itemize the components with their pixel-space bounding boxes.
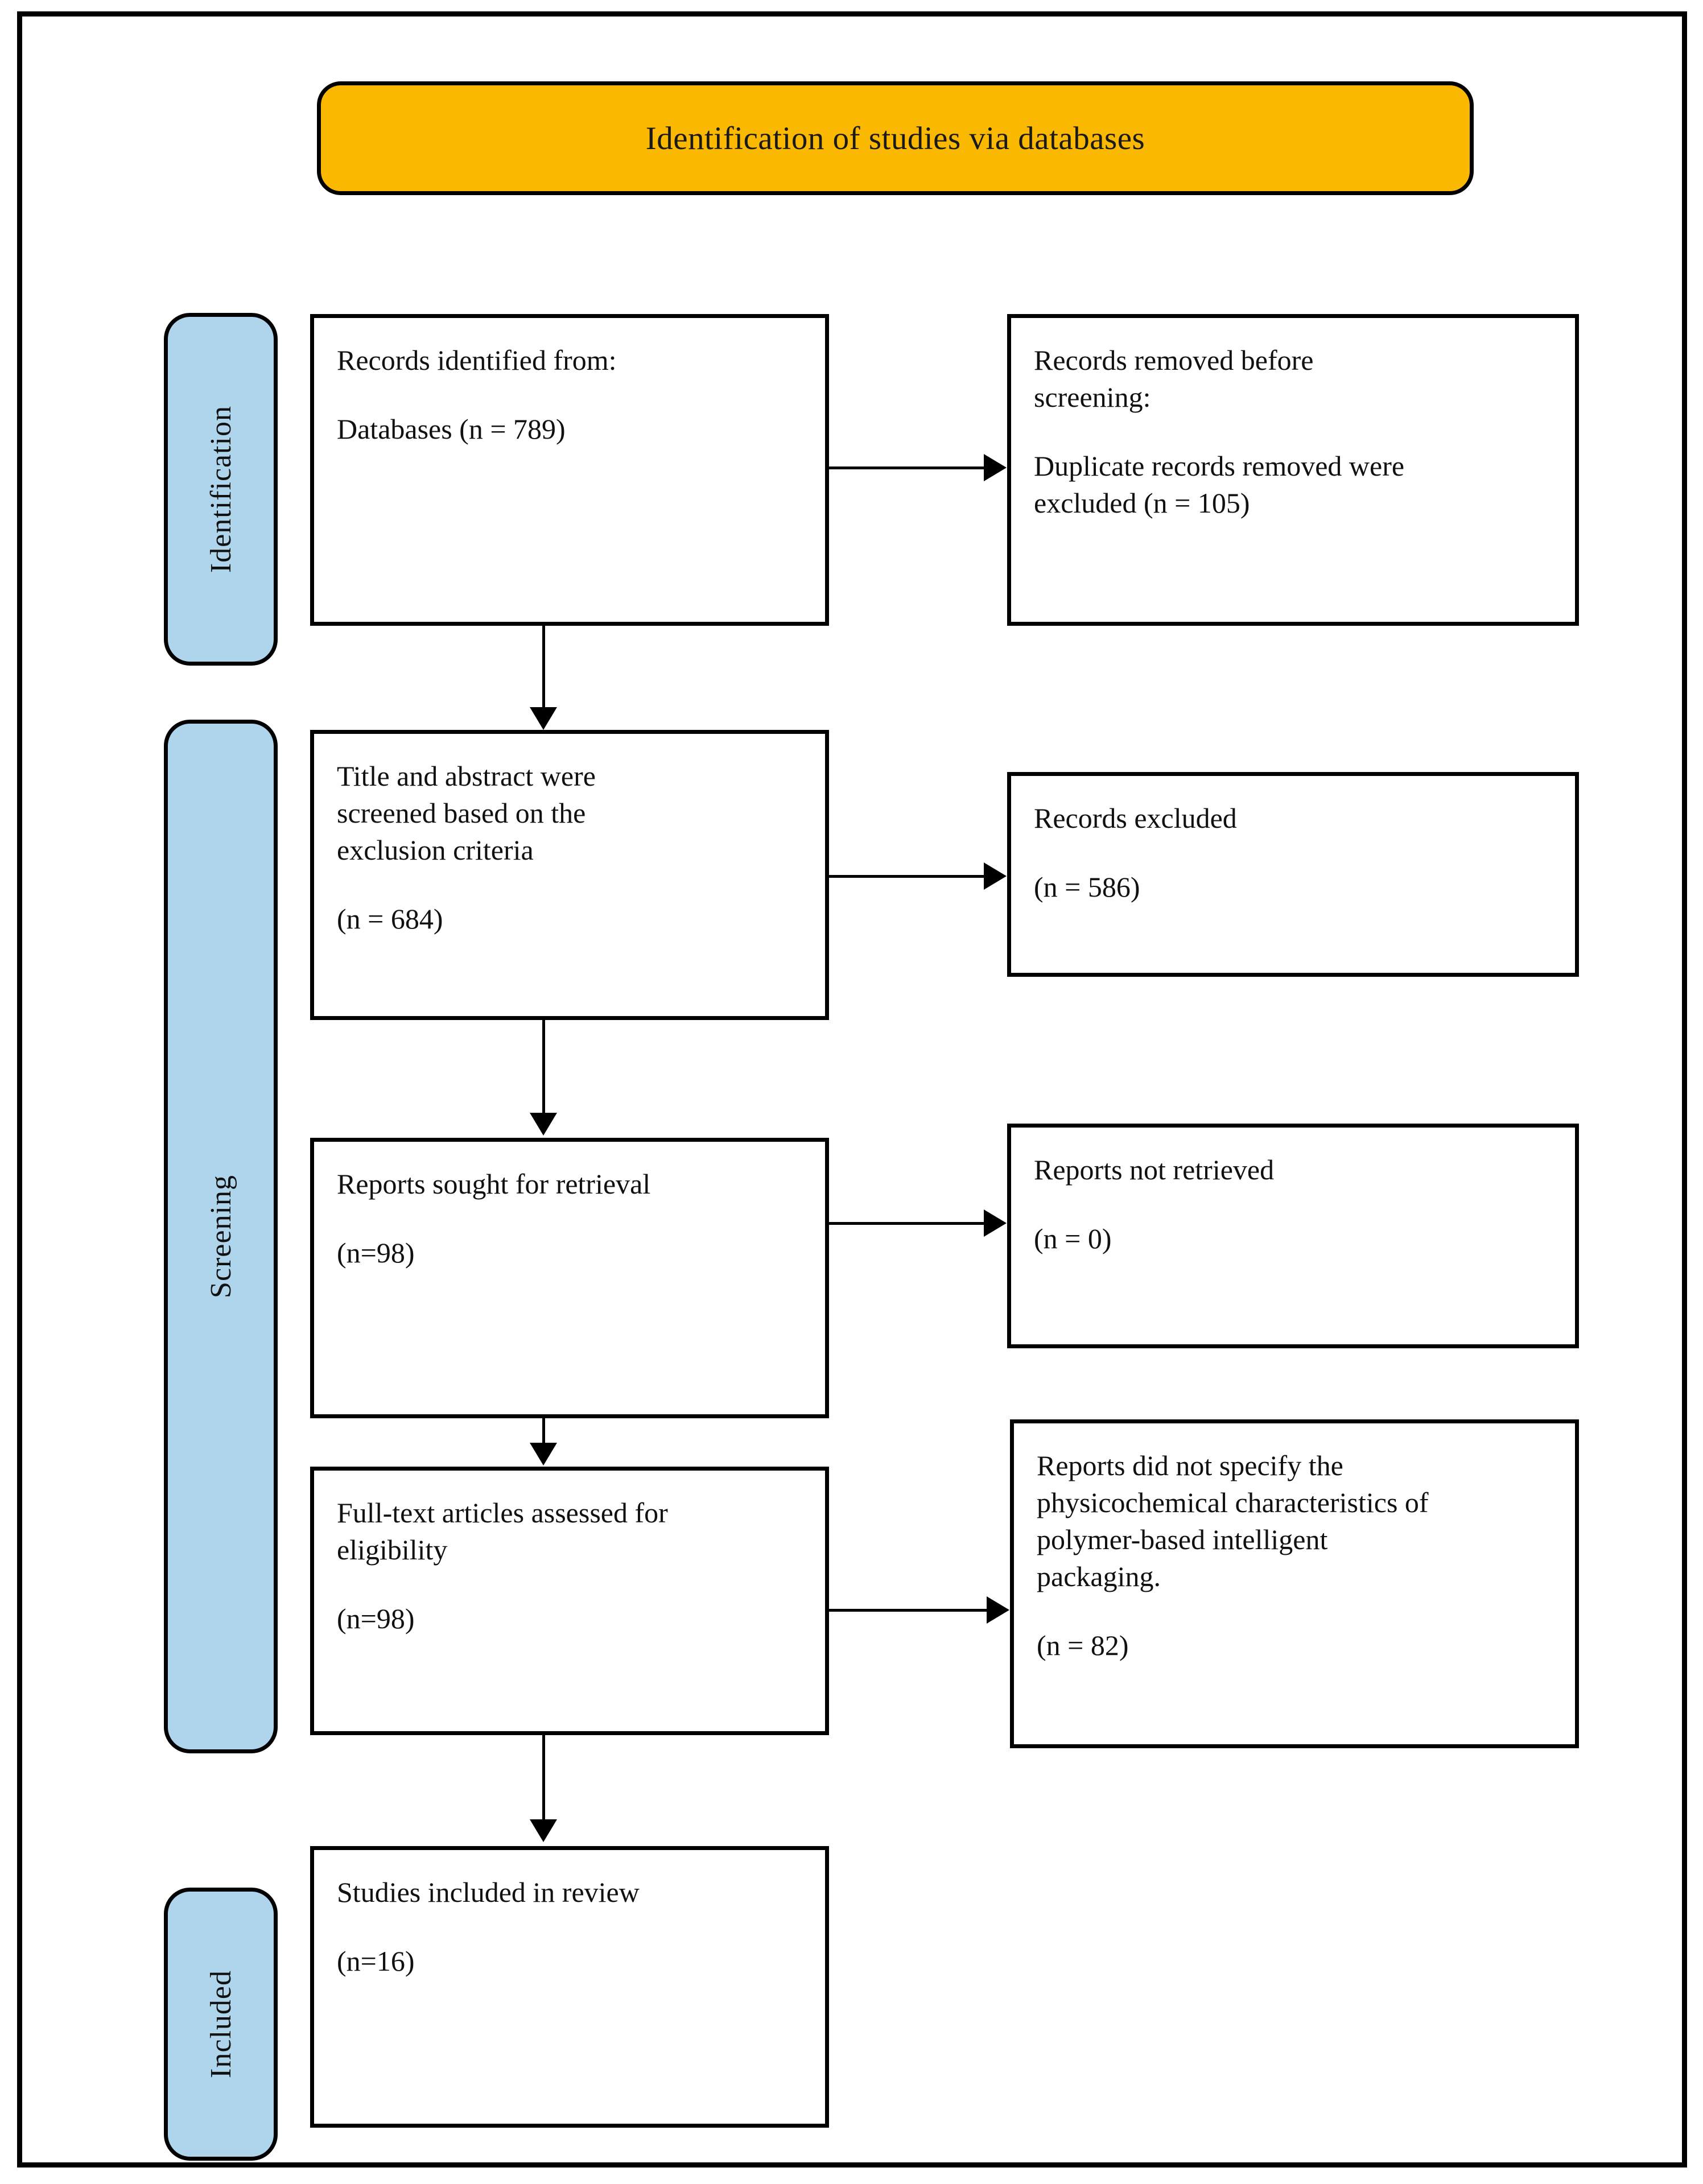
- box-reports-sought-line1: Reports sought for retrieval: [337, 1168, 651, 1200]
- box-fulltext-assessed-line2: eligibility: [337, 1534, 448, 1566]
- connector-fulltext-to-included-line: [542, 1735, 545, 1820]
- box-records-identified-line1: Records identified from:: [337, 344, 617, 376]
- box-reports-not-retrieved-line1: Reports not retrieved: [1034, 1154, 1275, 1186]
- connector-sought-to-notretrieved-line: [829, 1222, 984, 1225]
- box-records-excluded-line1: Records excluded: [1034, 802, 1237, 834]
- box-records-excluded: Records excluded (n = 586): [1007, 772, 1579, 977]
- connector-sought-to-fulltext-line: [542, 1418, 545, 1444]
- box-records-identified-line2: Databases (n = 789): [337, 413, 566, 445]
- stage-label-identification: Identification: [204, 405, 237, 573]
- box-reports-not-retrieved-line2: (n = 0): [1034, 1223, 1112, 1254]
- diagram-outer-border: [17, 11, 1687, 2168]
- connector-identified-to-screened-arrowhead: [530, 707, 557, 730]
- connector-sought-to-fulltext-arrowhead: [530, 1443, 557, 1465]
- box-fulltext-assessed: Full-text articles assessed for eligibil…: [310, 1467, 829, 1735]
- stage-label-included: Included: [204, 1970, 237, 2078]
- box-reports-not-specify-line1: Reports did not specify the: [1037, 1450, 1343, 1481]
- box-title-abstract-screened: Title and abstract were screened based o…: [310, 730, 829, 1020]
- connector-fulltext-to-included-arrowhead: [530, 1819, 557, 1842]
- box-studies-included: Studies included in review (n=16): [310, 1846, 829, 2128]
- box-reports-not-specify-line4: packaging.: [1037, 1560, 1161, 1592]
- connector-screened-to-sought-arrowhead: [530, 1113, 557, 1136]
- box-records-removed-line4: excluded (n = 105): [1034, 487, 1250, 519]
- box-reports-sought-line2: (n=98): [337, 1237, 415, 1269]
- stage-bar-identification: Identification: [164, 313, 278, 666]
- box-records-identified: Records identified from: Databases (n = …: [310, 314, 829, 626]
- box-records-removed-line2: screening:: [1034, 381, 1151, 413]
- box-title-abstract-screened-line1: Title and abstract were: [337, 760, 596, 792]
- connector-identified-to-removed-line: [829, 466, 984, 469]
- box-reports-sought: Reports sought for retrieval (n=98): [310, 1138, 829, 1418]
- connector-identified-to-removed-arrowhead: [984, 454, 1007, 481]
- box-title-abstract-screened-line2: screened based on the: [337, 797, 586, 829]
- stage-bar-screening: Screening: [164, 720, 278, 1753]
- connector-screened-to-excluded-arrowhead: [984, 862, 1007, 890]
- box-reports-not-retrieved: Reports not retrieved (n = 0): [1007, 1124, 1579, 1348]
- stage-bar-included: Included: [164, 1888, 278, 2161]
- stage-label-screening: Screening: [204, 1175, 237, 1298]
- connector-fulltext-to-notspecify-arrowhead: [987, 1596, 1009, 1624]
- box-fulltext-assessed-line1: Full-text articles assessed for: [337, 1497, 668, 1529]
- connector-screened-to-excluded-line: [829, 875, 984, 878]
- connector-screened-to-sought-line: [542, 1020, 545, 1114]
- box-reports-not-specify-line5: (n = 82): [1037, 1629, 1129, 1661]
- box-reports-not-specify: Reports did not specify the physicochemi…: [1010, 1419, 1579, 1748]
- header-banner: Identification of studies via databases: [317, 81, 1474, 195]
- box-title-abstract-screened-line3: exclusion criteria: [337, 834, 534, 866]
- box-studies-included-line2: (n=16): [337, 1945, 415, 1977]
- box-studies-included-line1: Studies included in review: [337, 1876, 640, 1908]
- header-title: Identification of studies via databases: [645, 120, 1145, 156]
- box-records-removed-line3: Duplicate records removed were: [1034, 450, 1405, 482]
- box-reports-not-specify-line2: physicochemical characteristics of: [1037, 1487, 1429, 1518]
- connector-sought-to-notretrieved-arrowhead: [984, 1209, 1007, 1237]
- box-records-removed-line1: Records removed before: [1034, 344, 1314, 376]
- box-records-excluded-line2: (n = 586): [1034, 871, 1140, 903]
- box-reports-not-specify-line3: polymer-based intelligent: [1037, 1524, 1328, 1555]
- connector-fulltext-to-notspecify-line: [829, 1609, 987, 1612]
- box-title-abstract-screened-line4: (n = 684): [337, 903, 443, 935]
- box-records-removed: Records removed before screening: Duplic…: [1007, 314, 1579, 626]
- connector-identified-to-screened-line: [542, 626, 545, 708]
- box-fulltext-assessed-line3: (n=98): [337, 1603, 415, 1634]
